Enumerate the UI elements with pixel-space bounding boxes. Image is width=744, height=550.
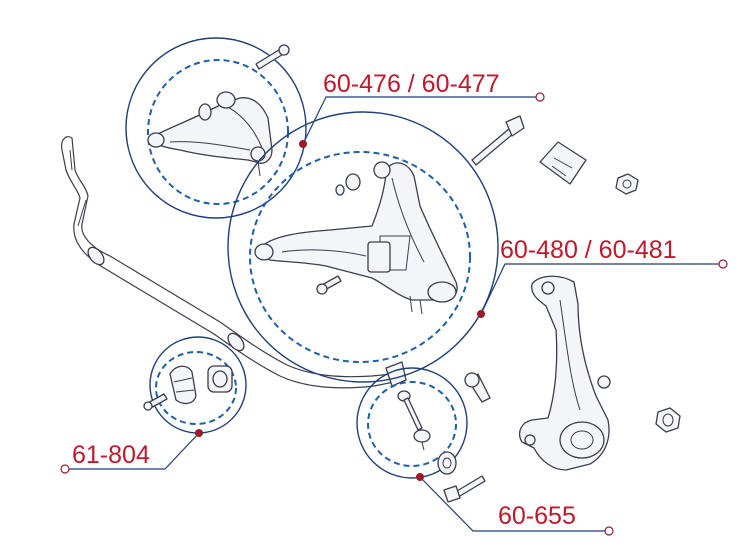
hub-bushing: [655, 407, 681, 433]
link-callout: [356, 367, 468, 479]
sway-bar: [61, 136, 407, 389]
upper-arm-bolt: [255, 44, 290, 70]
bushing-callout: [143, 336, 247, 434]
knuckle-bolt: [464, 372, 491, 403]
upper-arm-callout: [125, 37, 307, 219]
label-upper-arm: 60-476 / 60-477: [323, 70, 500, 98]
leader-upper-arm: [299, 92, 545, 148]
cam-plate: [539, 141, 587, 185]
long-bolt: [471, 115, 525, 166]
leader-bushing: [60, 429, 203, 474]
label-sway-bar-link: 60-655: [498, 502, 576, 530]
sway-bar-link: [397, 390, 431, 451]
lower-arm-bolt: [316, 275, 342, 295]
leader-link: [416, 473, 614, 536]
steering-knuckle: [518, 275, 611, 471]
lower-control-arm: [254, 161, 458, 315]
lower-arm-callout: [227, 111, 499, 383]
leader-lower-arm: [477, 259, 728, 318]
sway-bar-bushing: [169, 365, 233, 405]
link-bushing: [437, 451, 457, 475]
lower-link-bolt: [443, 475, 486, 503]
label-lower-arm: 60-480 / 60-481: [500, 236, 677, 264]
bushing-bolt: [143, 393, 168, 411]
label-sway-bar-bushing: 61-804: [72, 441, 150, 469]
nut: [615, 173, 639, 195]
upper-control-arm: [147, 91, 273, 177]
